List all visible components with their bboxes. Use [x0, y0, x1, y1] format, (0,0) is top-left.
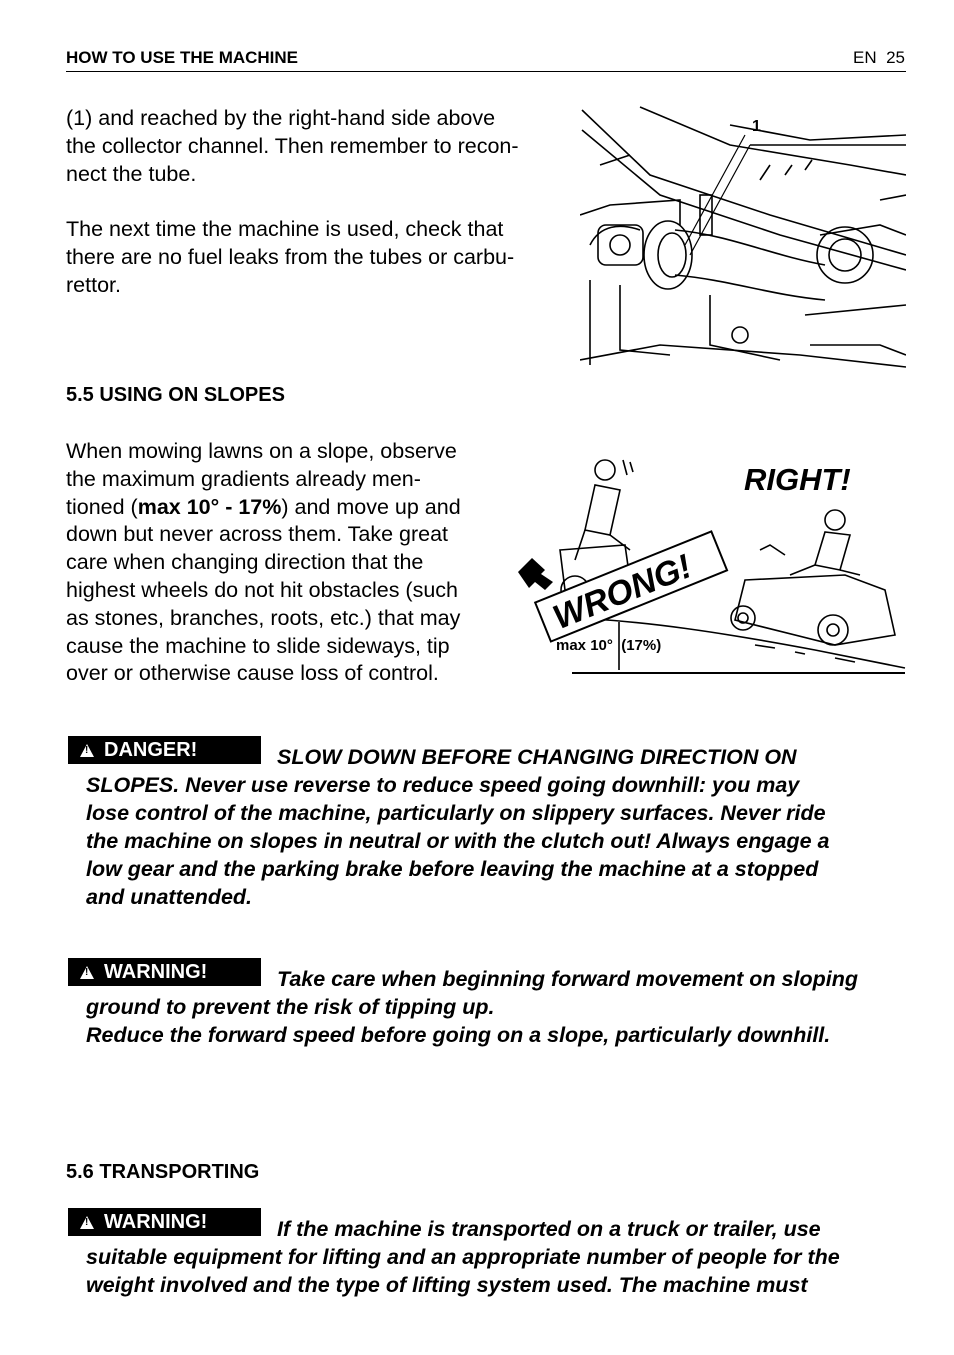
danger-text-line: SLOW DOWN BEFORE CHANGING DIRECTION ON [277, 745, 797, 769]
text-line: rettor. [66, 272, 121, 297]
warning-text: ground to prevent the risk of tipping up… [86, 993, 916, 1049]
header-rule [66, 71, 906, 72]
gradient-label: max 10° (17%) [556, 637, 661, 654]
text-line: over or otherwise cause loss of control. [66, 661, 439, 686]
warning-badge: WARNING! [68, 958, 261, 986]
text-line: cause the machine to slide sideways, tip [66, 633, 450, 658]
danger-text-line: and unattended. [86, 885, 253, 909]
text-line: care when changing direction that the [66, 550, 424, 575]
warning-text-line: ground to prevent the risk of tipping up… [86, 995, 495, 1019]
danger-badge-label: DANGER! [104, 739, 198, 761]
text-fragment: ) and move up and [281, 494, 461, 519]
gradient-emphasis: max 10° - 17% [137, 494, 282, 519]
running-header-title: HOW TO USE THE MACHINE [66, 48, 299, 67]
text-line: (1) and reached by the right-hand side a… [66, 106, 496, 130]
text-line: the collector channel. Then remember to … [66, 133, 519, 158]
warning-triangle-icon [80, 744, 94, 757]
warning-triangle-icon [80, 1216, 94, 1229]
section-heading-5-5: 5.5 USING ON SLOPES [66, 384, 285, 406]
warning-text-line: Take care when beginning forward movemen… [277, 967, 858, 991]
danger-text-line: lose control of the machine, particularl… [86, 801, 826, 825]
danger-badge: DANGER! [68, 736, 261, 764]
warning-triangle-icon [80, 966, 94, 979]
danger-text-line: low gear and the parking brake before le… [86, 857, 819, 881]
intro-paragraph-2: The next time the machine is used, check… [66, 216, 566, 299]
right-label: RIGHT! [744, 462, 851, 497]
text-line: there are no fuel leaks from the tubes o… [66, 244, 515, 269]
text-fragment: tioned ( [66, 494, 138, 519]
warning-badge-label: WARNING! [104, 1211, 208, 1233]
slope-illustration: WRONG! RIGHT! max 10° (17%) [518, 459, 906, 674]
danger-text: SLOPES. Never use reverse to reduce spee… [86, 771, 916, 911]
text-line: down but never across them. Take great [66, 522, 449, 547]
warning-text: suitable equipment for lifting and an ap… [86, 1243, 916, 1299]
text-line: as stones, branches, roots, etc.) that m… [66, 605, 461, 630]
fuel-tube-illustration: 1 [580, 106, 906, 368]
warning-badge-label: WARNING! [104, 961, 208, 983]
text-line: The next time the machine is used, check… [66, 217, 504, 241]
warning-text-line: suitable equipment for lifting and an ap… [86, 1245, 840, 1269]
text-line: When mowing lawns on a slope, observe [66, 439, 457, 463]
section-heading-5-6: 5.6 TRANSPORTING [66, 1161, 260, 1183]
danger-text-line: the machine on slopes in neutral or with… [86, 829, 830, 853]
danger-text-line: SLOPES. Never use reverse to reduce spee… [86, 773, 800, 797]
callout-1: 1 [752, 118, 761, 135]
slopes-paragraph: When mowing lawns on a slope, observe th… [66, 438, 506, 688]
warning-text-line: Reduce the forward speed before going on… [86, 1023, 831, 1047]
text-line: the maximum gradients already men- [66, 466, 421, 491]
text-line: tioned (max 10° - 17%) and move up and [66, 494, 506, 522]
page-number: EN 25 [853, 48, 905, 67]
warning-badge: WARNING! [68, 1208, 261, 1236]
warning-text-line: If the machine is transported on a truck… [277, 1217, 821, 1241]
intro-paragraph-1: (1) and reached by the right-hand side a… [66, 105, 566, 188]
text-line: highest wheels do not hit obstacles (suc… [66, 577, 459, 602]
warning-text-line: weight involved and the type of lifting … [86, 1273, 808, 1297]
text-line: nect the tube. [66, 161, 197, 186]
